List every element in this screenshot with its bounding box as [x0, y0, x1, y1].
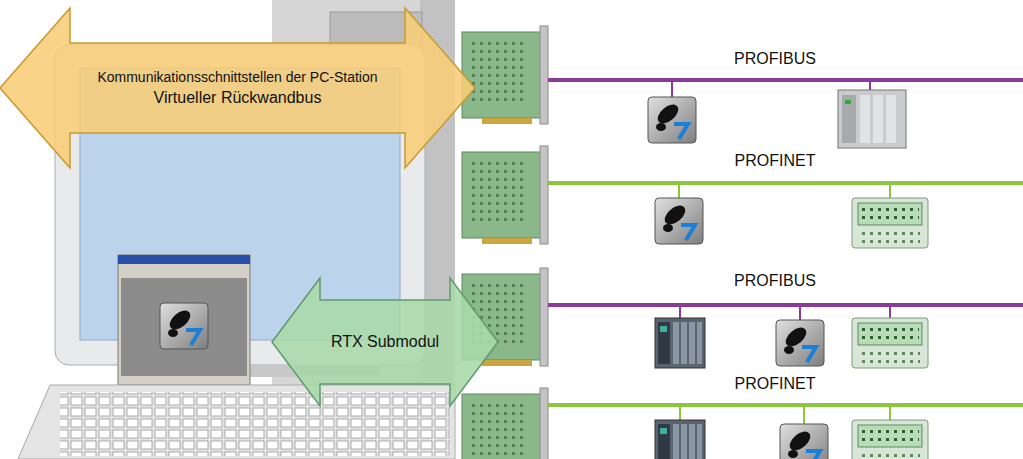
bus-name: PROFIBUS [731, 50, 819, 68]
bus-name: PROFIBUS [731, 272, 819, 290]
arrow-box: RTX Submodul [272, 278, 498, 406]
drop-line [799, 305, 801, 320]
arrow-text: Kommunikationsschnittstellen der PC-Stat… [97, 68, 377, 87]
operator-panel [852, 198, 928, 248]
bus-name: PROFINET [732, 152, 819, 170]
drop-line [803, 405, 805, 424]
arrow-text: RTX Submodul [331, 331, 439, 353]
drop-line [889, 305, 891, 318]
s7-300-plc [838, 90, 906, 148]
arrow-box: Kommunikationsschnittstellen der PC-Stat… [0, 8, 475, 168]
bus-name: PROFINET [732, 375, 819, 393]
profinet-line [548, 403, 1023, 407]
operator-panel [852, 318, 928, 368]
double-arrow [0, 8, 475, 168]
profibus-line [548, 303, 1023, 307]
drop-line [889, 183, 891, 198]
drop-line [678, 183, 680, 198]
drop-line [671, 80, 673, 97]
arrow-outline [0, 8, 475, 168]
keys [60, 392, 450, 456]
arrow-text: Virtueller Rückwandbus [154, 87, 322, 109]
arrow-outline [272, 278, 498, 406]
window-titlebar [118, 255, 250, 264]
step7-icon [780, 424, 828, 459]
profinet-line [548, 181, 1023, 185]
step7-icon [655, 198, 703, 244]
window-client [121, 278, 247, 376]
step7-icon [776, 320, 824, 366]
step7-icon [160, 303, 208, 349]
drop-line [869, 80, 871, 90]
pc-card [462, 388, 548, 459]
pc-card [462, 26, 548, 124]
drop-line [889, 405, 891, 420]
drop-line [679, 305, 681, 318]
drop-line [679, 405, 681, 420]
pc-card [462, 146, 548, 244]
step7-icon [648, 97, 696, 143]
profibus-line [548, 78, 1023, 82]
et200-station [655, 420, 705, 459]
software-window [118, 255, 250, 385]
operator-panel [852, 420, 928, 459]
et200-station [655, 318, 705, 368]
keyboard [18, 385, 455, 459]
